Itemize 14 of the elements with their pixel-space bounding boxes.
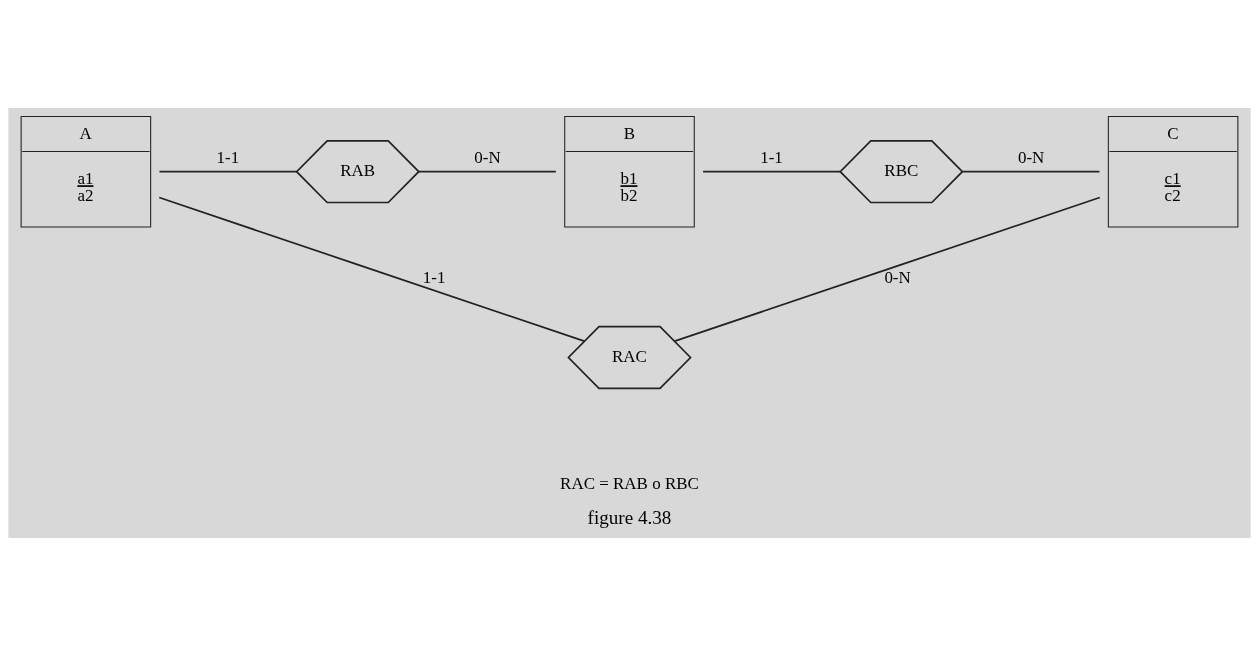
caption: figure 4.38	[587, 506, 672, 528]
connector	[702, 170, 841, 173]
edge-label: 1-1	[422, 267, 446, 287]
edge-label: 1-1	[216, 148, 240, 167]
edge-label: 1-1	[760, 148, 783, 167]
connector	[961, 170, 1101, 173]
edge-label: 0-N	[1017, 148, 1045, 167]
edge-label: 0-N	[474, 148, 501, 167]
connector	[158, 170, 298, 173]
edge-label: 0-N	[884, 267, 911, 287]
connector	[158, 196, 586, 343]
connector	[418, 170, 557, 173]
connector	[673, 196, 1101, 343]
label: RAC = RAB o RBC	[560, 473, 699, 493]
